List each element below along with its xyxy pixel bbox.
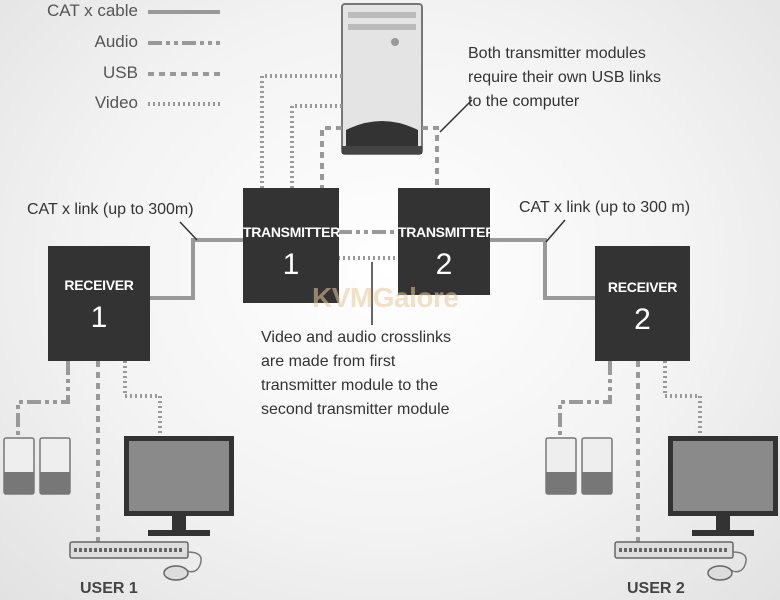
legend-label-video: Video (94, 93, 138, 112)
transmitter-1-title: TRANSMITTER (243, 224, 341, 240)
cat-links (150, 238, 595, 300)
receiver-1-number: 1 (90, 301, 108, 334)
user2-mouse-cable (729, 551, 747, 573)
cat-link-left-label: CAT x link (up to 300m) (27, 201, 194, 218)
user2-keyboard-icon (614, 541, 734, 559)
legend-label-usb: USB (103, 63, 138, 82)
user1-keyboard-icon (69, 541, 189, 559)
crosslink-note: Video and audio crosslinks are made from… (261, 326, 451, 422)
usb-note-line-2: require their own USB links (468, 69, 661, 86)
user1-monitor-icon (124, 436, 234, 536)
cat-link-right-label: CAT x link (up to 300 m) (519, 199, 691, 216)
user2-monitor-icon (668, 436, 778, 536)
user1-speakers-icon (3, 437, 71, 495)
usb-note: Both transmitter modules require their o… (468, 42, 661, 114)
user2-mouse-icon (707, 565, 733, 581)
video-links (260, 74, 342, 188)
user1-mouse-cable (184, 551, 202, 573)
user2-speakers-icon (545, 437, 613, 495)
receiver-2-title: RECEIVER (607, 279, 678, 295)
user-2-label: USER 2 (627, 580, 685, 597)
transmitter-1-number: 1 (282, 248, 300, 281)
legend-label-audio: Audio (94, 32, 138, 51)
legend-lines (148, 10, 220, 106)
annotation-pointers (179, 99, 566, 325)
usb-links (320, 126, 439, 188)
usb-note-line-3: to the computer (468, 93, 580, 110)
legend-label-cat: CAT x cable (46, 1, 138, 20)
computer-tower-icon (341, 3, 423, 155)
transmitter-2-title: TRANSMITTER (398, 224, 496, 240)
crosslinks (338, 230, 398, 260)
transmitter-2-box (398, 188, 490, 295)
receiver-2-number: 2 (634, 303, 651, 336)
user1-cables (16, 361, 162, 548)
usb-note-line-1: Both transmitter modules (468, 45, 646, 62)
transmitter-2-number: 2 (435, 248, 453, 281)
user1-mouse-icon (163, 565, 189, 581)
receiver-1-box (48, 246, 150, 361)
transmitter-1-box (243, 188, 339, 303)
watermark-logo: KVMGalore (312, 282, 459, 313)
receiver-2-box (595, 246, 690, 361)
user2-cables (558, 361, 702, 548)
crosslink-note-line-3: transmitter module to the (261, 377, 438, 394)
receiver-1-title: RECEIVER (64, 277, 134, 293)
crosslink-note-line-4: second transmitter module (261, 401, 450, 418)
crosslink-note-line-2: are made from first (261, 353, 396, 370)
user-1-label: USER 1 (80, 580, 138, 597)
crosslink-note-line-1: Video and audio crosslinks (261, 329, 452, 346)
